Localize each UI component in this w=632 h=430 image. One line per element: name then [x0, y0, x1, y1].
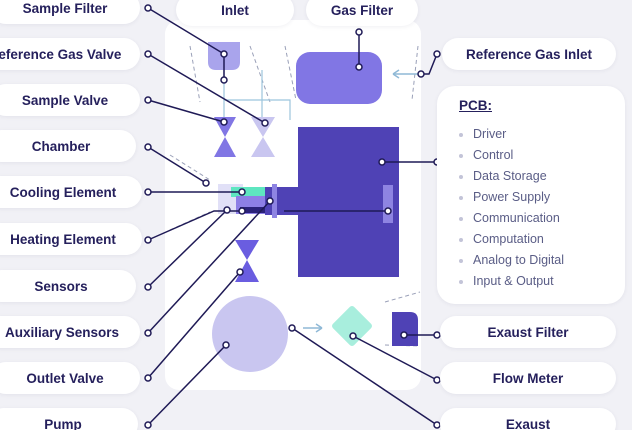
pcb-item: Power Supply: [459, 187, 564, 208]
label-inlet: Inlet: [176, 0, 294, 26]
label-reference-gas-inlet: Reference Gas Inlet: [442, 38, 616, 70]
label-pump: Pump: [0, 408, 138, 430]
label-heating-element: Heating Element: [0, 223, 142, 255]
leader-endpoints: [144, 4, 441, 429]
pcb-item: Input & Output: [459, 271, 564, 292]
reference-gas-valve-shape: [251, 117, 275, 157]
inlet-dashed-outline: [189, 45, 271, 103]
pcb-function-list: Driver Control Data Storage Power Supply…: [459, 124, 564, 292]
pump-shape: [212, 296, 288, 372]
label-exaust: Exaust: [440, 408, 616, 430]
pcb-board: [298, 127, 399, 277]
label-reference-gas-valve: Reference Gas Valve: [0, 38, 140, 70]
gas-filter-shape: [296, 52, 382, 104]
label-chamber: Chamber: [0, 130, 136, 162]
pcb-item: Driver: [459, 124, 564, 145]
label-auxiliary-sensors: Auxiliary Sensors: [0, 316, 140, 348]
label-outlet-valve: Outlet Valve: [0, 362, 140, 394]
pcb-title: PCB:: [459, 98, 492, 113]
pcb-card: PCB: Driver Control Data Storage Power S…: [437, 86, 625, 304]
leader-lines: [147, 7, 438, 426]
piping: [223, 70, 291, 120]
label-gas-filter: Gas Filter: [306, 0, 418, 26]
label-sample-filter: Sample Filter: [0, 0, 140, 24]
label-flow-meter: Flow Meter: [440, 362, 616, 394]
pcb-item: Analog to Digital: [459, 250, 564, 271]
pcb-item: Communication: [459, 208, 564, 229]
flow-meter-shape: [332, 306, 372, 346]
sensor-strip: [240, 207, 266, 213]
sample-valve-shape: [214, 117, 236, 157]
label-cooling-element: Cooling Element: [0, 176, 142, 208]
label-sample-valve: Sample Valve: [0, 84, 140, 116]
label-sensors: Sensors: [0, 270, 136, 302]
label-exaust-filter: Exaust Filter: [440, 316, 616, 348]
pcb-item: Computation: [459, 229, 564, 250]
pcb-connector: [383, 185, 393, 223]
cooling-element-shape: [231, 187, 267, 197]
pcb-item: Control: [459, 145, 564, 166]
pcb-item: Data Storage: [459, 166, 564, 187]
gas-filter-dashed-outline: [284, 45, 419, 101]
exaust-filter-shape: [392, 312, 418, 346]
